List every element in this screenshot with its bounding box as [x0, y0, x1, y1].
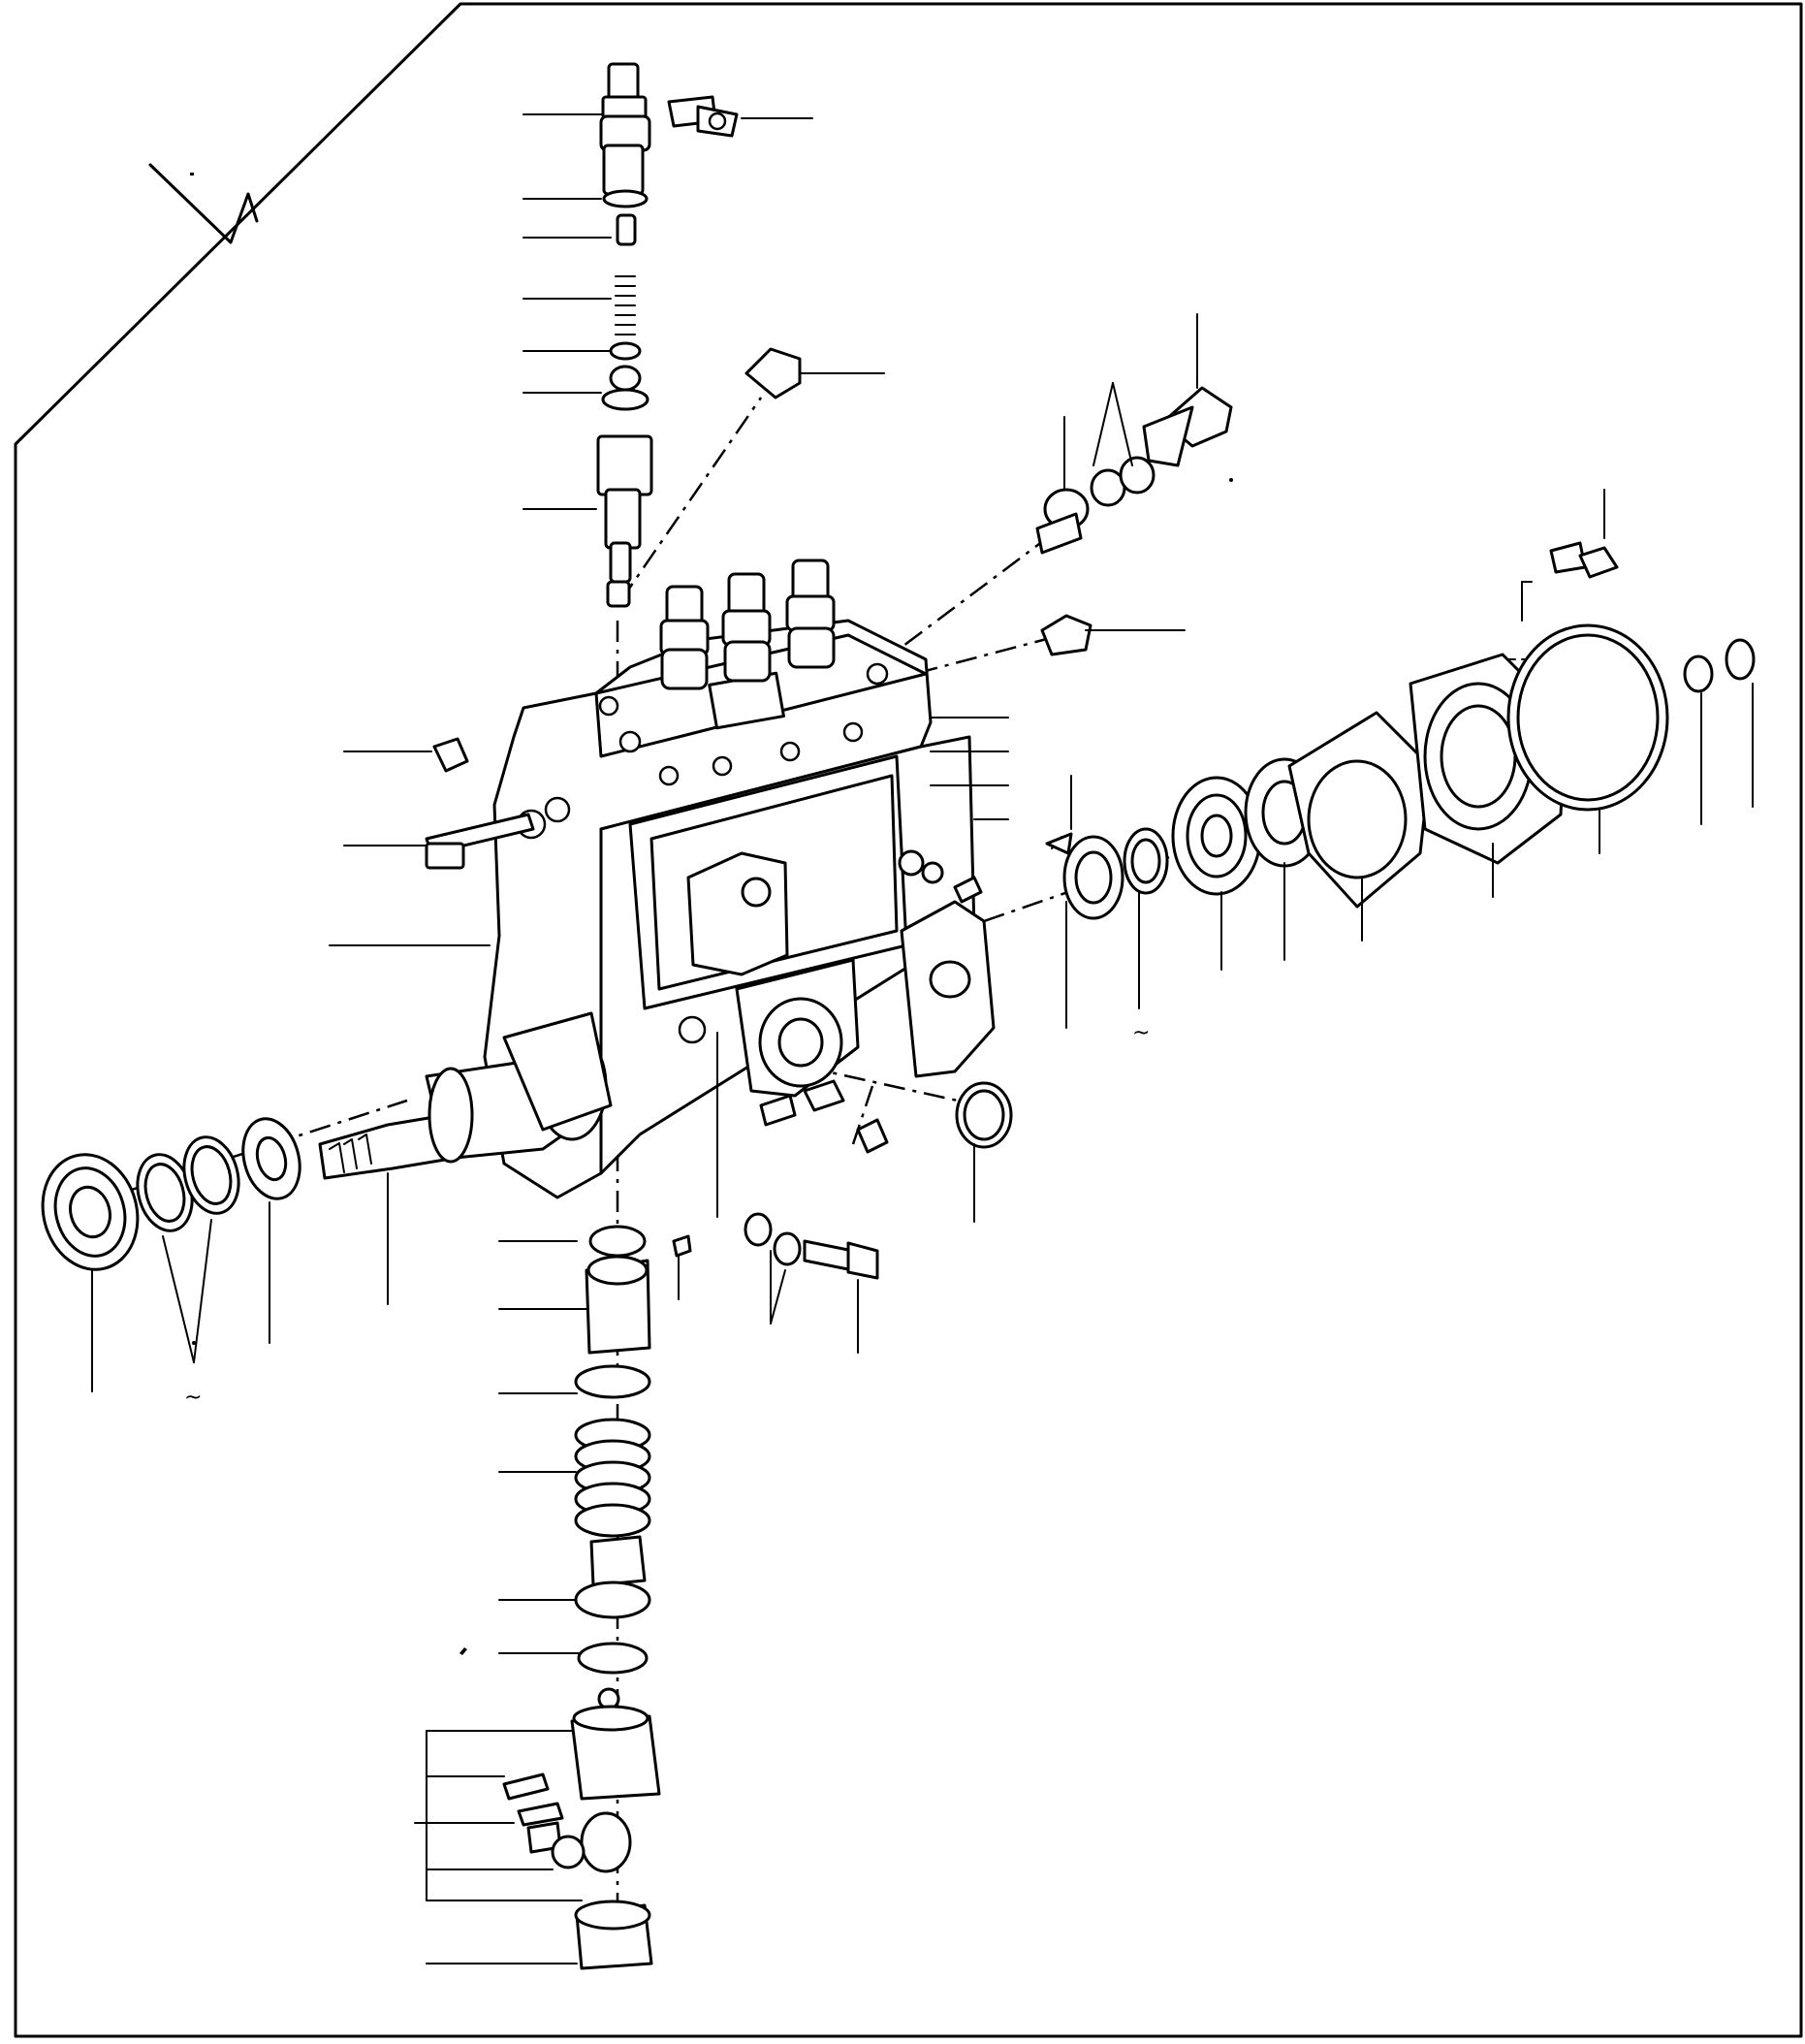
speck	[190, 173, 194, 176]
drive-end-parts	[898, 623, 1756, 1149]
speck	[1229, 478, 1233, 482]
pump-housing	[483, 619, 996, 1199]
banjo-fittings	[744, 347, 1619, 656]
clamp-part	[667, 95, 739, 138]
lower-bolts	[672, 1079, 889, 1280]
camshaft	[318, 1011, 613, 1180]
left-side-fittings	[425, 737, 535, 870]
front-bearing-set	[41, 1117, 301, 1271]
frame-border	[14, 2, 1803, 2038]
delivery-valve-holders	[659, 559, 836, 690]
pump-element-column-bottom	[502, 1225, 661, 1970]
speck	[192, 1341, 196, 1345]
leader-lines	[91, 113, 1754, 1964]
pump-element-column-top	[596, 62, 653, 608]
tilde-mark: ~	[184, 1386, 202, 1410]
speck	[459, 1647, 467, 1655]
frame-break-mark	[148, 163, 259, 244]
tilde-mark: ~	[1132, 1021, 1150, 1045]
